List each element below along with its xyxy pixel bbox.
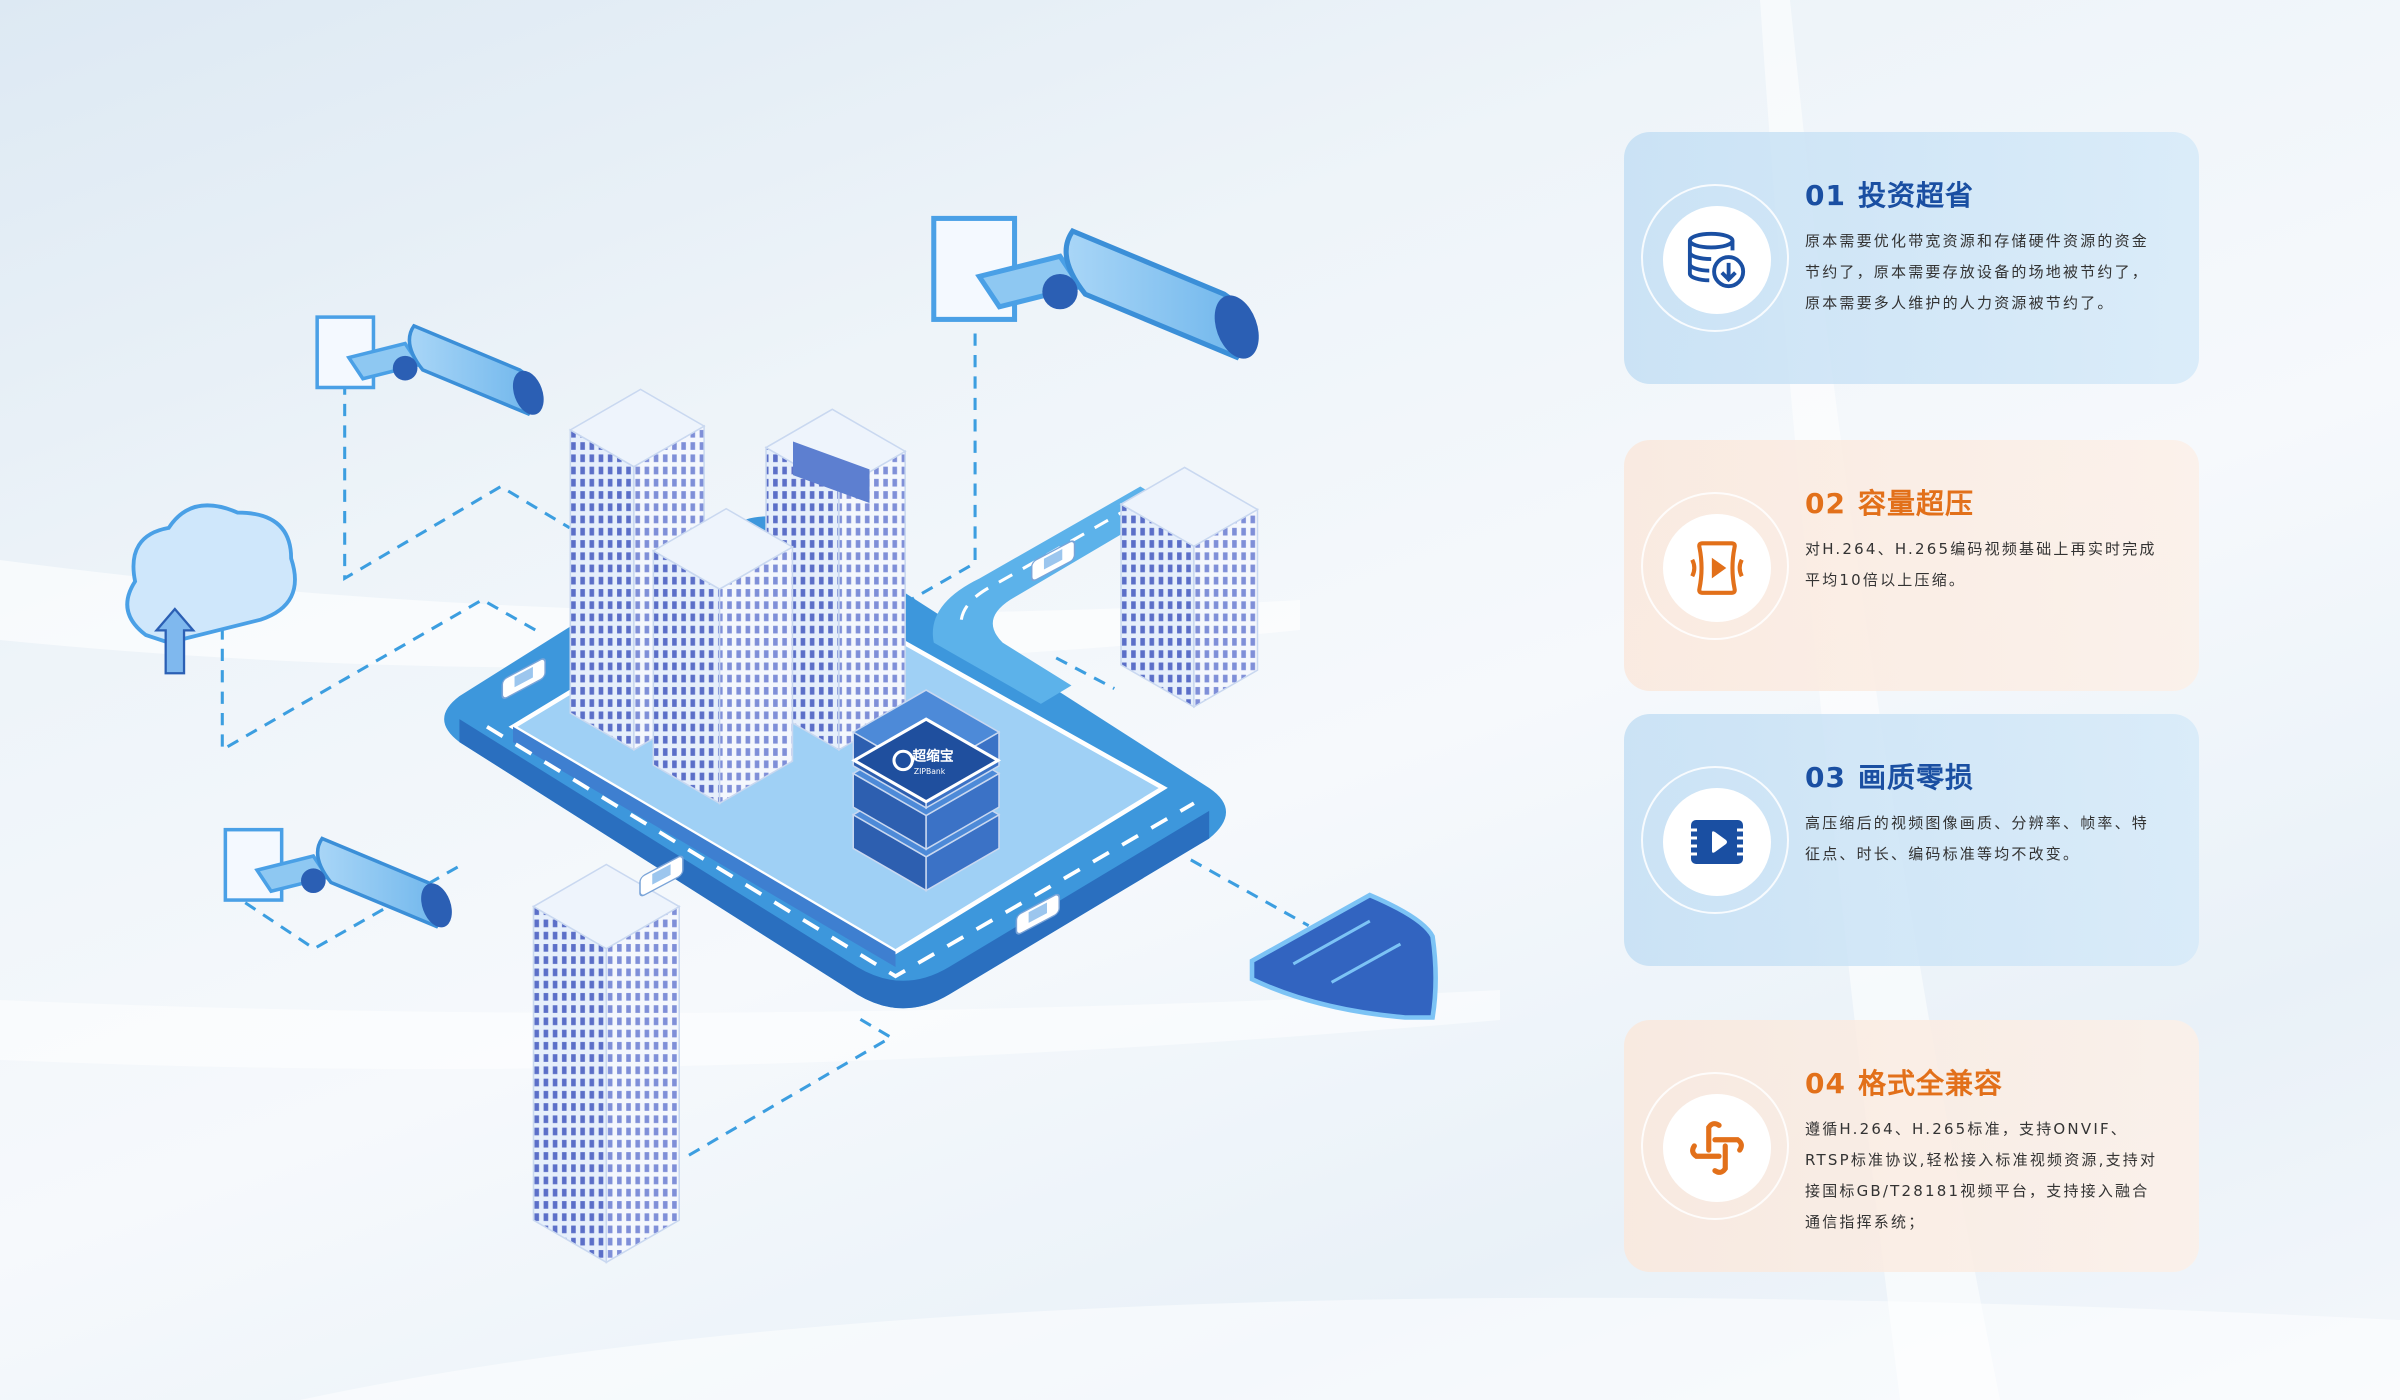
dashed-connection-line [910, 333, 977, 602]
car-window [1028, 902, 1047, 923]
camera-lens [512, 370, 544, 415]
upload-arrow-icon [154, 607, 196, 675]
building-roof [1119, 466, 1260, 548]
server-logo-plate [851, 717, 1002, 804]
building-right-face [838, 450, 906, 752]
feature-number: 04 [1805, 1067, 1846, 1100]
office-tower-lower-left [531, 863, 681, 1264]
feature-description: 原本需要优化带宽资源和存储硬件资源的资金节约了，原本需要存放设备的场地被节约了，… [1805, 226, 2180, 319]
shield-stripes [1292, 919, 1402, 984]
branch-lane-marking [959, 494, 1152, 620]
feature-number: 03 [1805, 761, 1846, 794]
camera-joint [1042, 273, 1078, 310]
feature-title: 04 格式全兼容 [1805, 1062, 2003, 1102]
icon-ring [1641, 1072, 1789, 1220]
dashed-connection-line [220, 598, 537, 753]
database-download-icon [1687, 231, 1746, 289]
icon-disc [1663, 788, 1771, 896]
building-roof [568, 388, 706, 468]
feature-title: 02 容量超压 [1805, 482, 1974, 522]
feature-description: 高压缩后的视频图像画质、分辨率、帧率、特征点、时长、编码标准等均不改变。 [1805, 808, 2180, 870]
feature-description: 遵循H.264、H.265标准，支持ONVIF、 RTSP标准协议,轻松接入标准视… [1805, 1114, 2180, 1238]
dashed-connection-line [343, 382, 571, 582]
feature-number: 01 [1805, 179, 1846, 212]
building-left-face [532, 905, 608, 1264]
description-line: 节约了，原本需要存放设备的场地被节约了， [1805, 263, 2150, 281]
server-logo-text: 超缩宝 [911, 747, 954, 764]
building-right-face [718, 545, 794, 805]
icon-disc [1663, 513, 1771, 622]
description-line: 原本需要多人维护的人力资源被节约了。 [1805, 294, 2115, 312]
icon-ring [1641, 184, 1789, 332]
security-camera [315, 315, 544, 417]
description-line: 遵循H.264、H.265标准，支持ONVIF、 [1805, 1120, 2128, 1138]
solar-panel [793, 441, 870, 503]
platform-side [513, 726, 896, 967]
feature-title-text: 投资超省 [1857, 179, 1974, 212]
car-window [514, 666, 533, 688]
compress-video-icon [1690, 540, 1744, 595]
description-line: 原本需要优化带宽资源和存储硬件资源的资金 [1805, 232, 2150, 250]
office-tower-tall [568, 388, 706, 752]
interlock-cross-icon [1690, 1121, 1744, 1175]
film-play-icon [1691, 820, 1743, 864]
car [1015, 893, 1060, 935]
camera-lens [1214, 295, 1259, 359]
road-edge [459, 719, 1210, 1009]
building-roof [764, 408, 907, 491]
camera-lens [421, 883, 452, 928]
description-line: RTSP标准协议,轻松接入标准视频资源,支持对 [1805, 1151, 2158, 1169]
dashed-connection-line [1055, 656, 1116, 690]
car [639, 855, 684, 897]
car [1030, 540, 1076, 582]
icon-disc [1663, 1094, 1771, 1202]
car [501, 658, 546, 699]
shield-icon [1249, 892, 1438, 1020]
feature-card-02: 02 容量超压 对H.264、H.265编码视频基础上再实时完成平均10倍以上压缩… [1624, 440, 2199, 691]
feature-title-text: 格式全兼容 [1857, 1067, 2003, 1100]
feature-title: 03 画质零损 [1805, 756, 1974, 796]
security-camera [223, 827, 452, 929]
building-right-face [605, 905, 680, 1264]
feature-title-text: 容量超压 [1857, 486, 1974, 520]
camera-joint [392, 355, 418, 381]
server-logo-subtext: ZIPBank [914, 767, 946, 776]
description-line: 通信指挥系统； [1805, 1213, 1926, 1231]
description-line: 高压缩后的视频图像画质、分辨率、帧率、特 [1805, 814, 2150, 832]
icon-ring [1641, 766, 1789, 914]
building-left-face [569, 428, 635, 752]
car-window [1043, 548, 1063, 570]
description-line: 接国标GB/T28181视频平台，支持接入融合 [1805, 1182, 2150, 1200]
description-line: 对H.264、H.265编码视频基础上再实时完成 [1805, 539, 2157, 558]
building-roof [651, 507, 794, 590]
server-logo-mark [892, 749, 914, 772]
dashed-connection-line [688, 1016, 894, 1157]
icon-ring [1641, 491, 1789, 640]
cloud-icon [125, 503, 297, 645]
branch-road [932, 486, 1171, 704]
feature-title-text: 画质零损 [1857, 761, 1974, 794]
office-tower-middle [651, 507, 794, 805]
building-left-face [652, 549, 721, 805]
feature-description: 对H.264、H.265编码视频基础上再实时完成平均10倍以上压缩。 [1805, 534, 2180, 596]
feature-number: 02 [1805, 486, 1846, 520]
road-lane-marking [485, 725, 1195, 979]
feature-card-01: 01 投资超省 原本需要优化带宽资源和存储硬件资源的资金节约了，原本需要存放设备的… [1624, 132, 2199, 384]
description-line: 平均10倍以上压缩。 [1805, 570, 1967, 589]
security-camera [931, 215, 1259, 361]
low-building-right [1119, 466, 1260, 709]
dashed-connection-line [1190, 858, 1310, 928]
camera-joint [301, 868, 326, 894]
icon-disc [1663, 206, 1771, 314]
car-window [652, 864, 671, 885]
feature-card-03: 03 画质零损 高压缩后的视频图像画质、分辨率、帧率、特征点、时长、编码标准等均不… [1624, 714, 2199, 966]
feature-title: 01 投资超省 [1805, 174, 1974, 214]
description-line: 征点、时长、编码标准等均不改变。 [1805, 845, 2081, 863]
feature-card-04: 04 格式全兼容 遵循H.264、H.265标准，支持ONVIF、 RTSP标准协议… [1624, 1020, 2199, 1272]
